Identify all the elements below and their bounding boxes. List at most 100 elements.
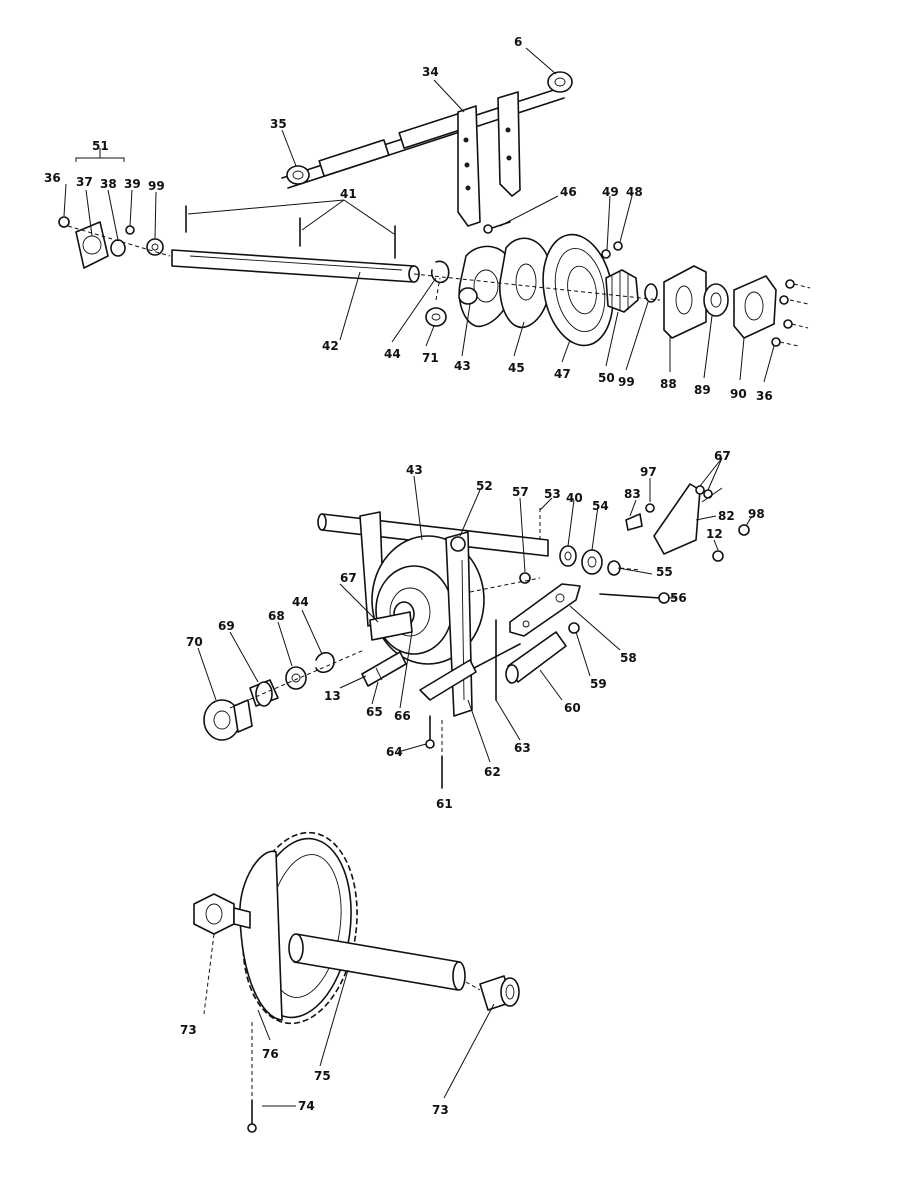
label-90: 90 [730, 387, 747, 401]
shaft-42 [171, 249, 420, 283]
washer-68 [285, 666, 307, 690]
upper-shaft-34 [281, 71, 573, 227]
label-73-right: 73 [432, 1103, 449, 1117]
screw-64 [425, 715, 435, 749]
label-58: 58 [620, 651, 637, 665]
callout-labels: 6 34 35 51 36 37 38 39 99 41 46 49 48 42… [44, 35, 773, 1117]
label-83: 83 [624, 487, 641, 501]
washer-71 [425, 307, 447, 327]
label-99-right: 99 [618, 375, 635, 389]
bolt-46 [483, 221, 511, 234]
label-57: 57 [512, 485, 529, 499]
bearing-89 [703, 283, 729, 317]
label-12: 12 [706, 527, 723, 541]
label-37: 37 [76, 175, 93, 189]
label-67-top: 67 [714, 449, 731, 463]
label-50: 50 [598, 371, 615, 385]
label-65: 65 [366, 705, 383, 719]
label-40: 40 [566, 491, 583, 505]
bushing-73-right [479, 975, 520, 1011]
bottom-assembly [193, 831, 520, 1133]
label-71: 71 [422, 351, 439, 365]
label-88: 88 [660, 377, 677, 391]
label-56: 56 [670, 591, 687, 605]
label-41: 41 [340, 187, 357, 201]
nut-49 [601, 249, 611, 259]
label-36-right: 36 [756, 389, 773, 403]
washer-99 [644, 283, 658, 303]
pins-41 [185, 205, 396, 259]
label-75: 75 [314, 1069, 331, 1083]
label-99-left: 99 [148, 179, 165, 193]
label-70: 70 [186, 635, 203, 649]
label-6: 6 [514, 35, 522, 49]
label-61: 61 [436, 797, 453, 811]
label-98: 98 [748, 507, 765, 521]
label-48: 48 [626, 185, 643, 199]
label-49: 49 [602, 185, 619, 199]
label-42: 42 [322, 339, 339, 353]
bolt-56 [599, 592, 670, 604]
sleeve-60 [505, 631, 567, 684]
spacer-54 [581, 549, 603, 575]
clip-44-middle [315, 651, 335, 674]
label-89: 89 [694, 383, 711, 397]
lever-58 [509, 583, 581, 637]
label-67-middle: 67 [340, 571, 357, 585]
flange-90 [733, 275, 777, 339]
label-64: 64 [386, 745, 403, 759]
label-38: 38 [100, 177, 117, 191]
bolts-36 [771, 279, 795, 347]
label-55: 55 [656, 565, 673, 579]
gear-76 [239, 831, 358, 1025]
label-73-left: 73 [180, 1023, 197, 1037]
axle-75 [288, 933, 466, 991]
nut-48 [613, 241, 623, 251]
bearing-group-51 [58, 216, 164, 269]
cap-70 [203, 699, 253, 741]
label-54: 54 [592, 499, 609, 513]
label-59: 59 [590, 677, 607, 691]
label-34: 34 [422, 65, 439, 79]
middle-assembly [197, 457, 753, 789]
bracket-plate-82 [625, 483, 750, 562]
label-45: 45 [508, 361, 525, 375]
label-74: 74 [298, 1099, 315, 1113]
washer-59 [568, 622, 580, 634]
label-51: 51 [92, 139, 109, 153]
label-43-middle: 43 [406, 463, 423, 477]
label-68: 68 [268, 609, 285, 623]
hub-73-left [193, 893, 251, 935]
label-60: 60 [564, 701, 581, 715]
label-43: 43 [454, 359, 471, 373]
label-44: 44 [384, 347, 401, 361]
label-82: 82 [718, 509, 735, 523]
pin-65 [361, 651, 407, 687]
label-63: 63 [514, 741, 531, 755]
pin-74 [247, 1099, 257, 1133]
label-35: 35 [270, 117, 287, 131]
label-97: 97 [640, 465, 657, 479]
top-assembly [58, 47, 811, 383]
label-66: 66 [394, 709, 411, 723]
collar-35 [286, 165, 310, 185]
washer-40 [559, 545, 577, 567]
label-76: 76 [262, 1047, 279, 1061]
label-36-left: 36 [44, 171, 61, 185]
label-44-middle: 44 [292, 595, 309, 609]
label-62: 62 [484, 765, 501, 779]
plate-45-hole [515, 263, 537, 301]
pulley-47 [542, 233, 614, 347]
label-69: 69 [218, 619, 235, 633]
gear-hub-50 [605, 269, 639, 313]
label-13: 13 [324, 689, 341, 703]
label-53: 53 [544, 487, 561, 501]
arm-62 [419, 659, 477, 701]
label-46: 46 [560, 185, 577, 199]
label-47: 47 [554, 367, 571, 381]
label-39: 39 [124, 177, 141, 191]
hub-43 [458, 245, 514, 328]
housing-88 [663, 265, 707, 339]
label-52: 52 [476, 479, 493, 493]
clip-44 [430, 260, 450, 284]
